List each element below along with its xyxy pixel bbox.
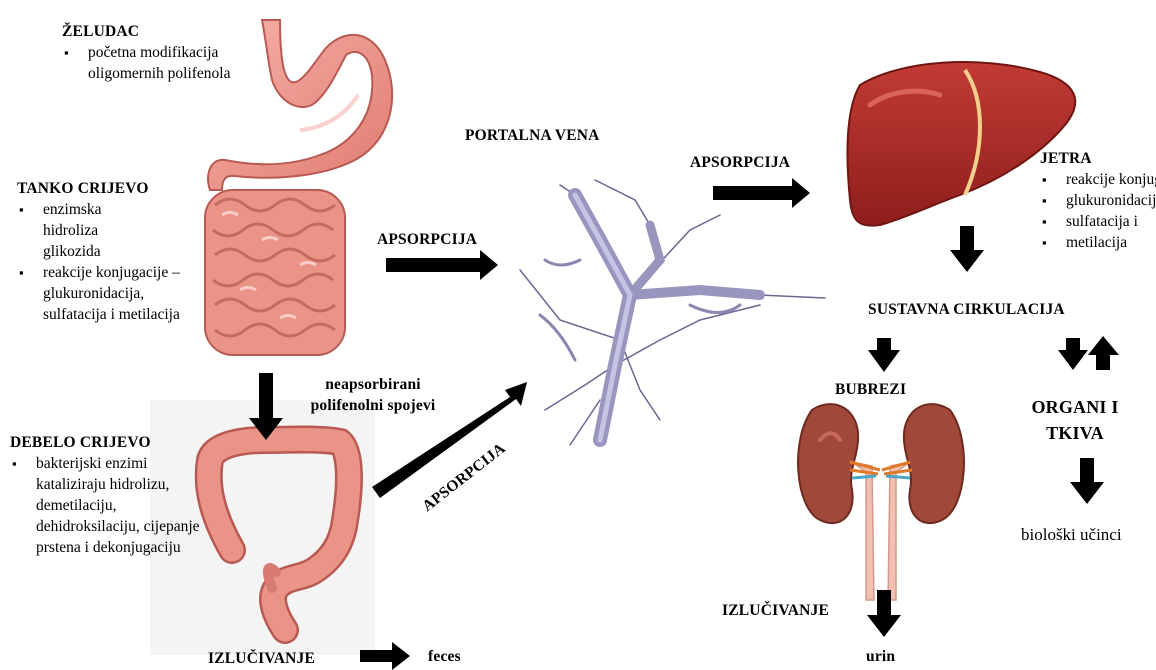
small-intestine-list: enzimska hidroliza glikozida reakcije ko…	[17, 199, 187, 325]
liver-title: JETRA	[1040, 148, 1156, 169]
stomach-title: ŽELUDAC	[62, 21, 292, 42]
unabsorbed-line-2: polifenolni spojevi	[293, 395, 453, 416]
arrow-circulation-to-organs	[1058, 338, 1088, 370]
small-intestine-item: reakcije konjugacije – glukuronidacija, …	[17, 262, 187, 325]
arrow-organs-to-effects	[1070, 458, 1104, 504]
arrow-portal-to-liver	[713, 178, 810, 208]
small-intestine-title: TANKO CRIJEVO	[17, 178, 187, 199]
portal-vein-illustration	[520, 180, 825, 445]
portal-vein-title: PORTALNA VENA	[465, 125, 600, 146]
stomach-list: početna modifikacija oligomernih polifen…	[62, 42, 292, 84]
excretion-urine-label: IZLUČIVANJE	[722, 600, 829, 621]
absorption-label-liver: APSORPCIJA	[690, 152, 790, 173]
organs-line-1: ORGANI I	[1020, 394, 1130, 420]
large-intestine-list: bakterijski enzimi kataliziraju hidroliz…	[10, 453, 205, 558]
large-intestine-block: DEBELO CRIJEVO bakterijski enzimi katali…	[10, 432, 205, 558]
organs-tissues-label: ORGANI I TKIVA	[1020, 394, 1130, 446]
small-intestine-illustration	[205, 190, 345, 355]
systemic-circulation-label: SUSTAVNA CIRKULACIJA	[868, 299, 1065, 320]
liver-list: reakcije konjugacije – glukuronidacija, …	[1040, 169, 1156, 253]
small-intestine-block: TANKO CRIJEVO enzimska hidroliza glikozi…	[17, 178, 187, 325]
urine-label: urin	[866, 646, 895, 667]
arrow-circulation-to-kidneys	[868, 338, 900, 372]
organs-line-2: TKIVA	[1020, 420, 1130, 446]
absorption-label-small: APSORPCIJA	[377, 229, 477, 250]
large-intestine-item: bakterijski enzimi kataliziraju hidroliz…	[10, 453, 205, 558]
biological-effects-label: biološki učinci	[1021, 524, 1122, 545]
liver-item: reakcije konjugacije –	[1040, 169, 1156, 190]
arrow-organs-to-circulation	[1088, 336, 1119, 370]
kidneys-illustration	[798, 404, 964, 600]
feces-label: feces	[428, 646, 461, 667]
unabsorbed-label: neapsorbirani polifenolni spojevi	[293, 374, 453, 416]
excretion-feces-label: IZLUČIVANJE	[208, 648, 315, 669]
liver-item-cont: sulfatacija i	[1040, 211, 1156, 232]
small-intestine-item: enzimska hidroliza glikozida	[17, 199, 187, 262]
liver-item-cont: metilacija	[1040, 232, 1156, 253]
liver-item-cont: glukuronidacija,	[1040, 190, 1156, 211]
kidneys-label: BUBREZI	[835, 379, 906, 400]
stomach-block: ŽELUDAC početna modifikacija oligomernih…	[62, 21, 292, 84]
liver-block: JETRA reakcije konjugacije – glukuronida…	[1040, 148, 1156, 253]
unabsorbed-line-1: neapsorbirani	[293, 374, 453, 395]
stomach-item: početna modifikacija oligomernih polifen…	[62, 42, 292, 84]
arrow-small-to-portal	[386, 250, 498, 280]
large-intestine-title: DEBELO CRIJEVO	[10, 432, 205, 453]
arrow-liver-to-circulation	[950, 226, 984, 272]
